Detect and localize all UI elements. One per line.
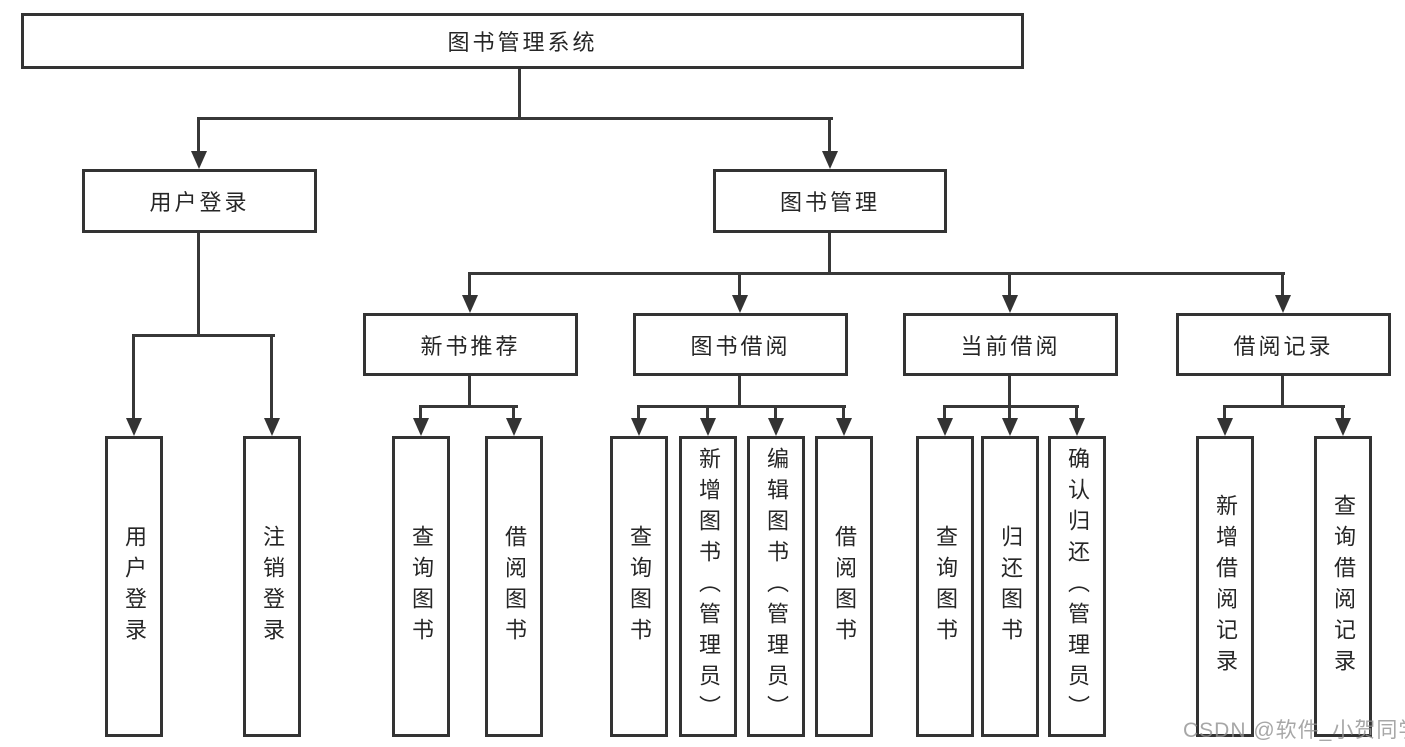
connector-line: [637, 405, 640, 420]
leaf-label: 查询图书: [627, 524, 652, 649]
connector-line: [1008, 272, 1011, 296]
connector-line: [1075, 405, 1078, 420]
leaf-logout: 注销登录: [243, 436, 301, 737]
leaf-confirm-return-admin: 确认归还（管理员）: [1048, 436, 1106, 737]
arrow-down-icon: [1275, 295, 1291, 313]
connector-line: [468, 272, 1285, 275]
connector-line: [1223, 405, 1345, 408]
connector-line: [132, 334, 275, 337]
leaf-label: 注销登录: [260, 524, 285, 649]
connector-line: [706, 405, 709, 420]
arrow-down-icon: [462, 295, 478, 313]
leaf-label: 查询图书: [409, 524, 434, 649]
arrow-down-icon: [506, 418, 522, 436]
arrow-down-icon: [1217, 418, 1233, 436]
connector-line: [518, 69, 521, 118]
leaf-add-book-admin: 新增图书（管理员）: [679, 436, 737, 737]
leaf-borrow-books-1: 借阅图书: [485, 436, 543, 737]
leaf-label: 用户登录: [122, 524, 147, 649]
leaf-edit-book-admin: 编辑图书（管理员）: [747, 436, 805, 737]
node-current-borrow: 当前借阅: [903, 313, 1118, 376]
arrow-down-icon: [1002, 418, 1018, 436]
leaf-label: 新增借阅记录: [1213, 493, 1238, 680]
arrow-down-icon: [413, 418, 429, 436]
connector-line: [943, 405, 946, 420]
connector-line: [828, 233, 831, 275]
leaf-query-books-1: 查询图书: [392, 436, 450, 737]
csdn-watermark: CSDN @软件_小贺同学: [1183, 719, 1405, 742]
leaf-label: 确认归还（管理员）: [1065, 447, 1090, 726]
connector-line: [774, 405, 777, 420]
connector-line: [512, 405, 515, 420]
arrow-down-icon: [700, 418, 716, 436]
arrow-down-icon: [768, 418, 784, 436]
connector-line: [468, 376, 471, 407]
leaf-borrow-books-2: 借阅图书: [815, 436, 873, 737]
arrow-down-icon: [732, 295, 748, 313]
leaf-label: 新增图书（管理员）: [696, 447, 721, 726]
connector-line: [1008, 376, 1011, 407]
connector-line: [943, 405, 1079, 408]
leaf-label: 编辑图书（管理员）: [764, 447, 789, 726]
connector-line: [1281, 272, 1284, 296]
node-borrow-records: 借阅记录: [1176, 313, 1391, 376]
leaf-query-borrow-record: 查询借阅记录: [1314, 436, 1372, 737]
connector-line: [1341, 405, 1344, 420]
arrow-down-icon: [1002, 295, 1018, 313]
leaf-query-books-3: 查询图书: [916, 436, 974, 737]
connector-line: [1223, 405, 1226, 420]
arrow-down-icon: [937, 418, 953, 436]
arrow-down-icon: [191, 151, 207, 169]
arrow-down-icon: [836, 418, 852, 436]
leaf-label: 借阅图书: [832, 524, 857, 649]
arrow-down-icon: [264, 418, 280, 436]
connector-line: [132, 334, 135, 420]
leaf-user-login: 用户登录: [105, 436, 163, 737]
connector-line: [738, 376, 741, 407]
arrow-down-icon: [126, 418, 142, 436]
leaf-query-books-2: 查询图书: [610, 436, 668, 737]
connector-line: [468, 272, 471, 296]
leaf-add-borrow-record: 新增借阅记录: [1196, 436, 1254, 737]
leaf-label: 查询借阅记录: [1331, 493, 1356, 680]
connector-line: [828, 117, 831, 153]
arrow-down-icon: [1335, 418, 1351, 436]
leaf-label: 查询图书: [933, 524, 958, 649]
connector-line: [1008, 405, 1011, 420]
node-root: 图书管理系统: [21, 13, 1024, 69]
connector-line: [637, 405, 846, 408]
leaf-return-book: 归还图书: [981, 436, 1039, 737]
connector-line: [842, 405, 845, 420]
arrow-down-icon: [822, 151, 838, 169]
connector-line: [419, 405, 422, 420]
node-book-borrow: 图书借阅: [633, 313, 848, 376]
connector-line: [1281, 376, 1284, 407]
connector-line: [419, 405, 518, 408]
arrow-down-icon: [631, 418, 647, 436]
node-user-login: 用户登录: [82, 169, 317, 233]
connector-line: [197, 233, 200, 337]
connector-line: [197, 117, 200, 153]
connector-line: [197, 117, 833, 120]
leaf-label: 借阅图书: [502, 524, 527, 649]
arrow-down-icon: [1069, 418, 1085, 436]
node-new-book-recommend: 新书推荐: [363, 313, 578, 376]
node-book-management: 图书管理: [713, 169, 947, 233]
leaf-label: 归还图书: [998, 524, 1023, 649]
connector-line: [738, 272, 741, 296]
connector-line: [270, 334, 273, 420]
